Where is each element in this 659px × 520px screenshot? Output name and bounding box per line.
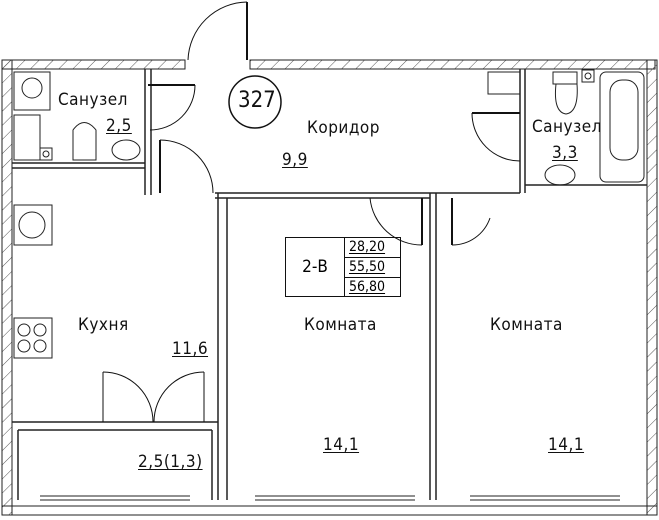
room-name-kitchen: Кухня bbox=[78, 315, 129, 335]
room-area-room-2: 14,1 bbox=[548, 435, 585, 455]
apartment-number: 327 bbox=[238, 88, 276, 113]
room-area-room-1: 14,1 bbox=[323, 435, 360, 455]
apartment-number-circle bbox=[228, 75, 282, 129]
doors bbox=[102, 84, 521, 423]
room-name-room-2: Комната bbox=[490, 315, 563, 335]
windows bbox=[40, 495, 620, 501]
room-area-kitchen: 11,6 bbox=[172, 339, 209, 359]
fixtures bbox=[13, 69, 645, 359]
apartment-type-code: 2-В bbox=[286, 238, 345, 296]
room-name-bathroom-2: Санузел bbox=[532, 117, 602, 137]
apartment-info-box: 2-В 28,20 55,50 56,80 bbox=[285, 237, 401, 297]
room-name-bathroom-1: Санузел bbox=[58, 90, 128, 110]
room-name-room-1: Комната bbox=[304, 315, 377, 335]
entrance-door bbox=[187, 1, 248, 61]
room-area-bathroom-2: 3,3 bbox=[552, 143, 578, 163]
total-area: 55,50 bbox=[345, 258, 400, 278]
room-area-corridor: 9,9 bbox=[282, 150, 308, 170]
room-area-balcony: 2,5(1,3) bbox=[138, 452, 203, 472]
total-area-with-balcony: 56,80 bbox=[349, 279, 386, 295]
living-area: 28,20 bbox=[345, 238, 400, 258]
room-name-corridor: Коридор bbox=[307, 118, 381, 138]
exterior-walls bbox=[1, 59, 658, 516]
room-area-bathroom-1: 2,5 bbox=[106, 116, 132, 136]
interior-walls bbox=[12, 69, 647, 500]
